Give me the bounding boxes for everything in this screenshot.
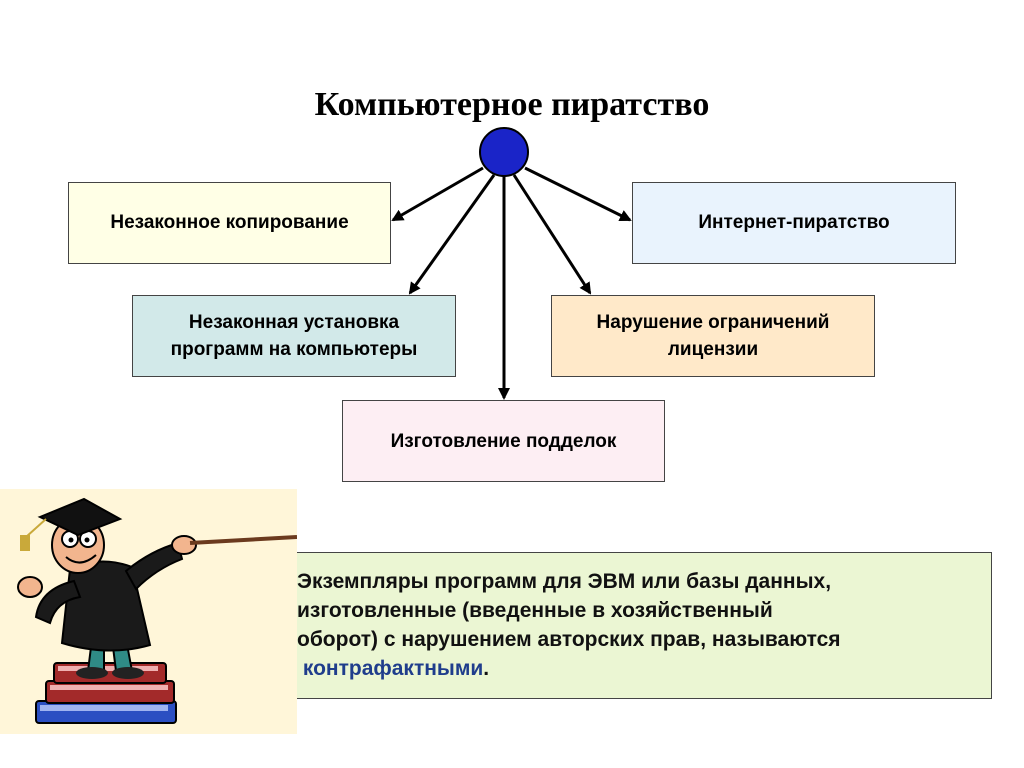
books-stack-icon (35, 662, 177, 724)
node-label-line2: лицензии (667, 339, 759, 360)
node-illegal-installation: Незаконная установка программ на компьют… (132, 295, 456, 377)
note-line: Экземпляры программ для ЭВМ или базы дан… (297, 570, 832, 593)
arrow-to-license (512, 174, 592, 295)
node-label: Незаконное копирование (110, 211, 349, 233)
note-line: оборот) с нарушением авторских прав, наз… (297, 628, 841, 651)
node-label: Изготовление подделок (390, 430, 617, 452)
note-line-final: контрафактными. (297, 654, 981, 683)
page-title: Компьютерное пиратство (314, 86, 710, 123)
definition-note: Экземпляры программ для ЭВМ или базы дан… (286, 552, 992, 699)
note-end: . (483, 657, 490, 680)
note-line: изготовленные (введенные в хозяйственный (297, 599, 773, 622)
node-label-line2: программ на компьютеры (170, 339, 418, 360)
professor-illustration (0, 489, 297, 734)
node-license-violation: Нарушение ограничений лицензии (551, 295, 875, 377)
node-counterfeiting: Изготовление подделок (342, 400, 665, 482)
arrow-to-internet (524, 166, 632, 222)
arrow-to-copy (391, 166, 484, 222)
note-term: контрафактными (302, 657, 484, 680)
arrow-to-install (408, 174, 496, 295)
node-illegal-copying: Незаконное копирование (68, 182, 391, 264)
hub-circle (479, 127, 529, 177)
node-label-line1: Незаконная установка (188, 312, 400, 333)
node-internet-piracy: Интернет-пиратство (632, 182, 956, 264)
node-label-line1: Нарушение ограничений (596, 312, 830, 333)
node-label: Интернет-пиратство (698, 211, 890, 233)
